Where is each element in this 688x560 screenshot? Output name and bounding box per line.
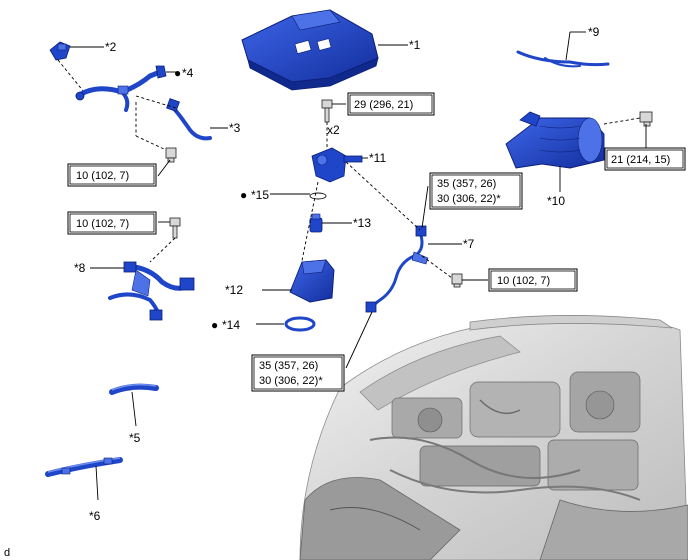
torque-value-right: 21 (214, 15) bbox=[611, 154, 670, 166]
hose-connector-part bbox=[49, 41, 71, 61]
part-label-8: *8 bbox=[74, 261, 86, 275]
bolt-center-top bbox=[321, 99, 333, 123]
torque-box-right-mid: 10 (102, 7) bbox=[488, 268, 578, 292]
hose-part-5 bbox=[109, 383, 159, 395]
torque-value-upper-pipe-line2: 30 (306, 22)* bbox=[437, 193, 501, 205]
torque-value-lower-pipe-line2: 30 (306, 22)* bbox=[259, 375, 323, 387]
o-ring-part-15 bbox=[309, 192, 327, 200]
part-label-10: *10 bbox=[547, 194, 565, 208]
illustration-code: d bbox=[4, 547, 10, 559]
torque-box-left-mid: 10 (102, 7) bbox=[67, 211, 157, 235]
quantity-label: x2 bbox=[327, 123, 340, 137]
torque-box-right: 21 (214, 15) bbox=[604, 147, 686, 171]
hose-bracket-part-8 bbox=[108, 261, 195, 321]
wire-harness-part bbox=[516, 50, 610, 68]
part-label-2: *2 bbox=[105, 40, 117, 54]
hose-part bbox=[166, 98, 212, 141]
part-label-14: *14 bbox=[222, 318, 240, 332]
part-label-3: *3 bbox=[229, 121, 241, 135]
bolt-right-mid bbox=[451, 273, 463, 288]
bolt-left-upper bbox=[165, 147, 177, 163]
part-label-7: *7 bbox=[463, 237, 475, 251]
engine-cover-part bbox=[241, 9, 379, 91]
part-15-marker: ● bbox=[240, 188, 247, 202]
vacuum-pump-part bbox=[311, 147, 363, 183]
torque-value-right-mid: 10 (102, 7) bbox=[497, 275, 550, 287]
gasket-part-14 bbox=[284, 316, 316, 332]
part-label-6: *6 bbox=[89, 509, 101, 523]
part-14-marker: ● bbox=[211, 318, 218, 332]
part-label-4: *4 bbox=[182, 66, 194, 80]
part-label-9: *9 bbox=[588, 25, 600, 39]
part-label-13: *13 bbox=[353, 216, 371, 230]
torque-box-upper-pipe: 35 (357, 26) 30 (306, 22)* bbox=[429, 172, 523, 210]
gasket-cover-part-12 bbox=[289, 259, 335, 303]
part-label-5: *5 bbox=[129, 431, 141, 445]
bolt-right bbox=[639, 111, 653, 127]
part-label-11: *11 bbox=[369, 151, 386, 165]
torque-value-upper-pipe-line1: 35 (357, 26) bbox=[437, 178, 496, 190]
ventilation-hose-assembly-part bbox=[75, 65, 167, 112]
torque-box-center-top: 29 (296, 21) bbox=[347, 92, 435, 116]
vehicle-engine-compartment-illustration bbox=[299, 315, 688, 560]
torque-box-left-upper: 10 (102, 7) bbox=[67, 163, 157, 187]
air-cleaner-hose-part bbox=[505, 111, 605, 169]
part-label-12: *12 bbox=[225, 283, 243, 297]
torque-value-left-upper: 10 (102, 7) bbox=[76, 170, 129, 182]
torque-value-center-top: 29 (296, 21) bbox=[354, 99, 413, 111]
part-label-15: *15 bbox=[251, 188, 269, 202]
clip-marker: ● bbox=[174, 66, 181, 80]
bolt-left-mid bbox=[169, 217, 181, 239]
torque-value-lower-pipe-line1: 35 (357, 26) bbox=[259, 360, 318, 372]
pipe-part-7 bbox=[365, 225, 429, 313]
part-label-1: *1 bbox=[409, 38, 421, 52]
hose-part-6 bbox=[45, 457, 123, 477]
torque-box-lower-pipe: 35 (357, 26) 30 (306, 22)* bbox=[251, 354, 345, 392]
torque-value-left-mid: 10 (102, 7) bbox=[76, 218, 129, 230]
union-part-13 bbox=[309, 213, 323, 233]
